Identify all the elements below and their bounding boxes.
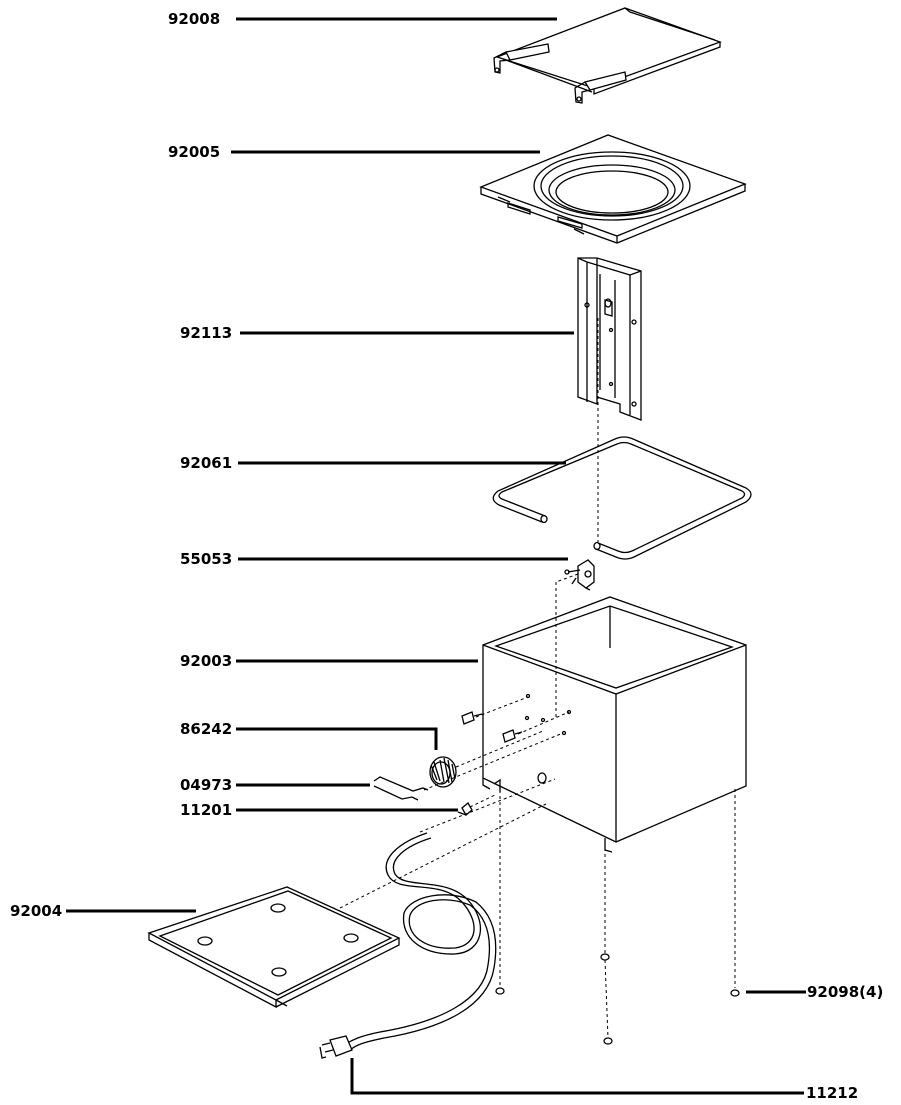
part-number-label: 55053 (180, 550, 233, 568)
assembly-lines (339, 318, 736, 1039)
part-number-label: 92004 (10, 902, 63, 920)
screws (461, 711, 523, 743)
part-04973-wire (373, 776, 429, 801)
part-number-label: 11201 (180, 801, 233, 819)
part-number-label: 92061 (180, 454, 233, 472)
part-92004-bottom-plate (147, 886, 401, 1009)
part-number-label: 92008 (168, 10, 221, 28)
part-11201-clamp (457, 802, 473, 816)
part-number-label: 92003 (180, 652, 233, 670)
part-number-label: 92005 (168, 143, 221, 161)
part-92113-bracket (577, 257, 642, 421)
part-number-label: 11212 (806, 1084, 859, 1102)
part-number-label: 92113 (180, 324, 233, 342)
part-number-label: 04973 (180, 776, 233, 794)
part-number-label: 92098(4) (807, 983, 884, 1001)
part-55053-thermostat (564, 559, 595, 591)
part-86242-knob (429, 756, 457, 788)
part-92005-top-plate (479, 134, 747, 244)
part-92003-cabinet (482, 596, 747, 853)
leader-86242 (236, 727, 438, 750)
part-92008-lid (493, 7, 722, 104)
part-92098-feet (495, 953, 740, 1045)
part-92061-element (492, 436, 752, 560)
leader-11212 (350, 1058, 804, 1095)
part-11212-cord (319, 832, 497, 1059)
leader-lines (66, 17, 806, 1095)
part-number-label: 86242 (180, 720, 233, 738)
